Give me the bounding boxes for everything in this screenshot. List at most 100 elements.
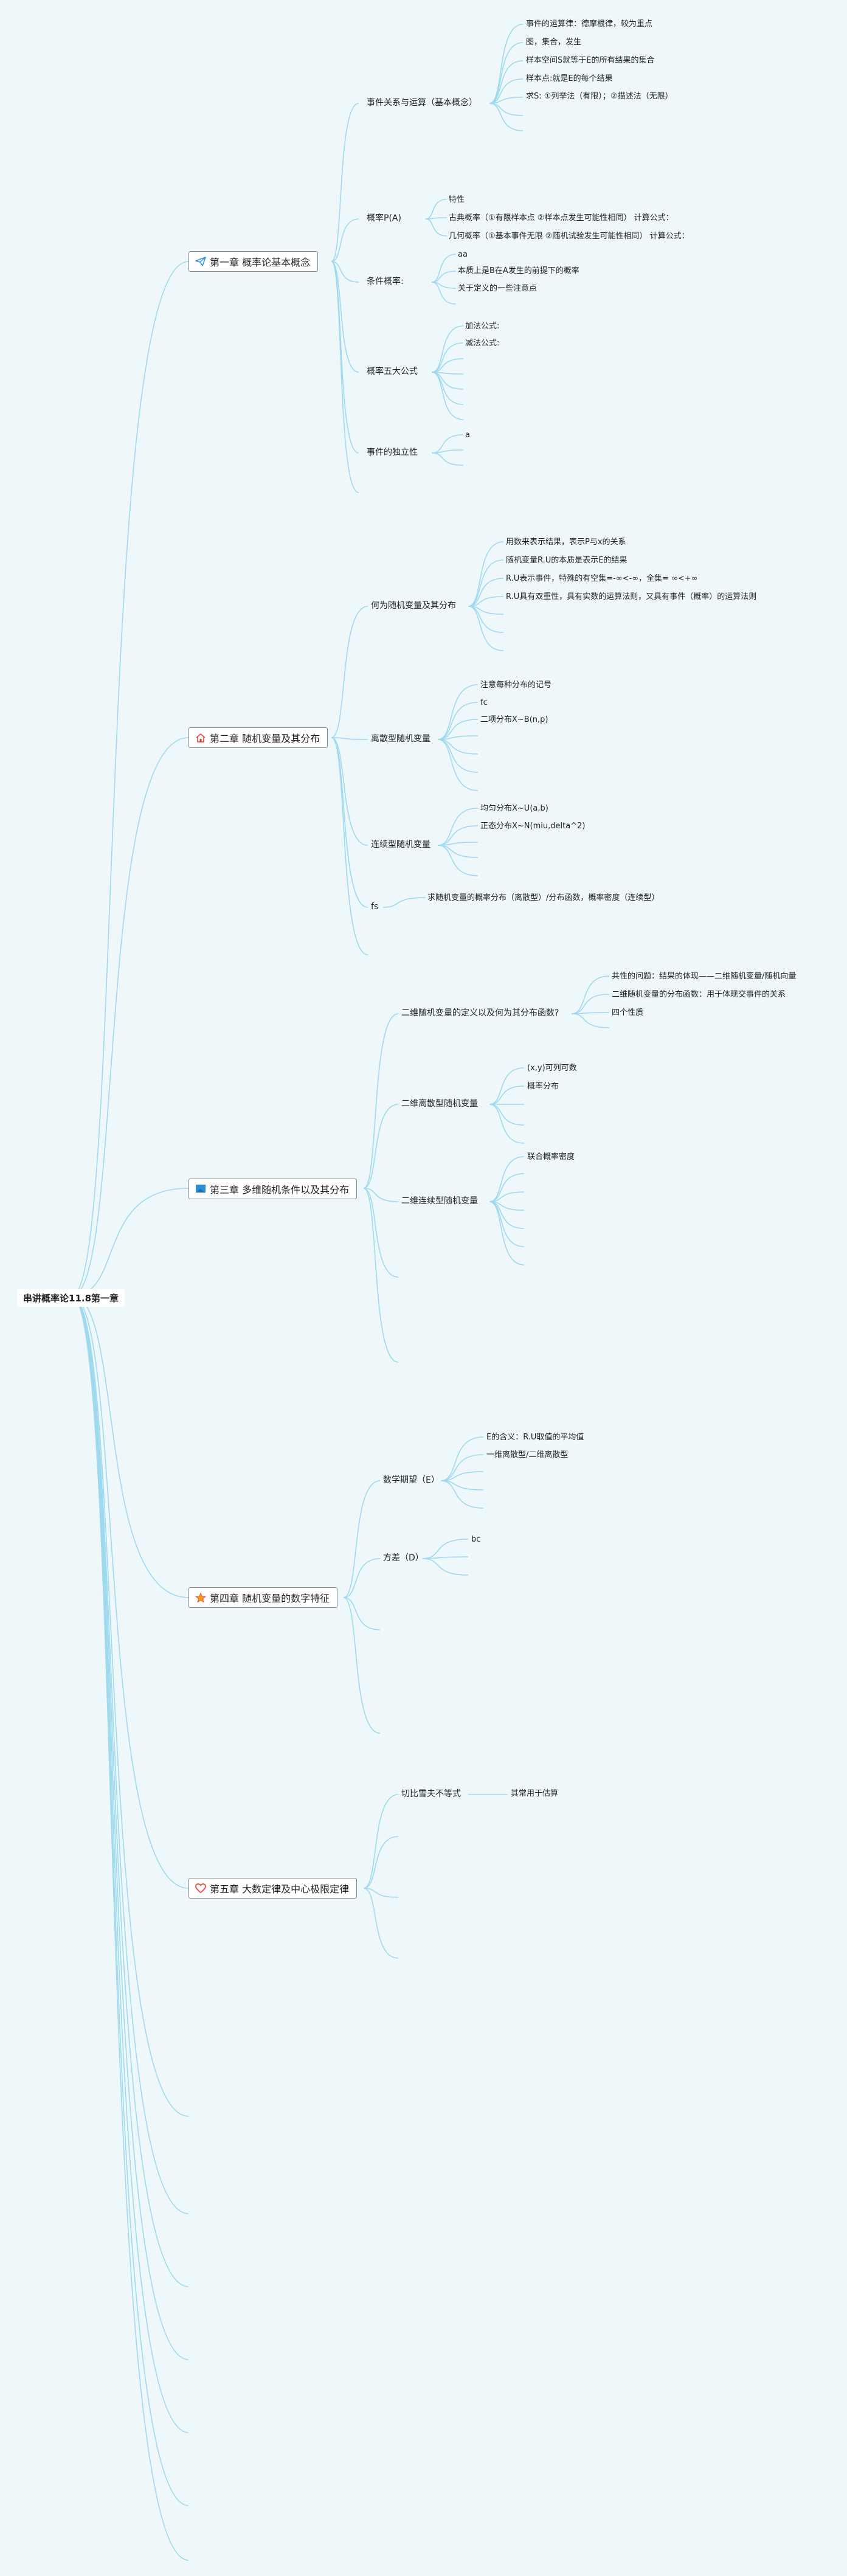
ch2-section-4[interactable]: fs bbox=[371, 902, 379, 912]
ch2-s1-item-4[interactable]: R.U具有双重性，具有实数的运算法则，又具有事件（概率）的运算法则 bbox=[506, 592, 757, 601]
ch2-section-2[interactable]: 离散型随机变量 bbox=[371, 734, 430, 744]
ch1-s1-item-1[interactable]: 事件的运算律：德摩根律，较为重点 bbox=[526, 19, 653, 29]
chapter-4[interactable]: 第四章 随机变量的数字特征 bbox=[188, 1587, 338, 1608]
ch3-s2-item-2[interactable]: 概率分布 bbox=[527, 1082, 559, 1091]
connector-line bbox=[331, 737, 368, 846]
connector-line bbox=[440, 1436, 484, 1481]
ch1-s2-item-3[interactable]: 几何概率（①基本事件无限 ②随机试验发生可能性相同） 计算公式： bbox=[449, 232, 690, 241]
connector-line bbox=[331, 737, 368, 955]
ch2-s4-item-1[interactable]: 求随机变量的概率分布（离散型）/分布函数，概率密度（连续型） bbox=[427, 893, 660, 902]
connector-line bbox=[431, 372, 464, 420]
root-topic[interactable]: 串讲概率论11.8第一章 bbox=[17, 1289, 125, 1307]
ch3-section-3[interactable]: 二维连续型随机变量 bbox=[401, 1196, 478, 1206]
home-icon bbox=[195, 733, 206, 743]
ch1-section-4[interactable]: 概率五大公式 bbox=[367, 367, 418, 376]
connector-line bbox=[71, 1295, 189, 2214]
ch2-s1-item-1[interactable]: 用数来表示结果，表示P与x的关系 bbox=[506, 538, 626, 547]
ch1-s4-item-2[interactable]: 减法公式: bbox=[465, 339, 500, 348]
ch3-s1-item-1[interactable]: 共性的问题：结果的体现——二维随机变量/随机向量 bbox=[612, 972, 797, 981]
connector-line bbox=[437, 845, 479, 876]
ch1-section-5[interactable]: 事件的独立性 bbox=[367, 448, 418, 457]
connector-line bbox=[431, 325, 464, 373]
ch3-section-1[interactable]: 二维随机变量的定义以及何为其分布函数? bbox=[401, 1008, 559, 1018]
connector-line bbox=[71, 1295, 189, 2433]
ch4-section-1[interactable]: 数学期望（E） bbox=[383, 1475, 440, 1485]
ch1-s2-item-1[interactable]: 特性 bbox=[449, 195, 465, 204]
connector-line bbox=[440, 1454, 484, 1481]
ch1-s3-item-1[interactable]: aa bbox=[458, 250, 468, 259]
chapter-3-label: 第三章 多维随机条件以及其分布 bbox=[210, 1184, 350, 1196]
ch4-s2-item-1[interactable]: bc bbox=[471, 1535, 481, 1544]
ch2-s3-item-2[interactable]: 正态分布X~N(miu,delta^2) bbox=[480, 822, 586, 831]
connector-line bbox=[489, 1173, 525, 1202]
ch3-s2-item-1[interactable]: (x,y)可列可数 bbox=[527, 1064, 577, 1073]
connector-line bbox=[489, 24, 524, 104]
ch2-s1-item-2[interactable]: 随机变量R.U的本质是表示E的结果 bbox=[506, 556, 627, 565]
connector-line bbox=[468, 596, 504, 607]
ch1-s4-item-1[interactable]: 加法公式: bbox=[465, 322, 500, 331]
connector-line bbox=[363, 1188, 399, 1363]
chapter-3[interactable]: 第三章 多维随机条件以及其分布 bbox=[188, 1179, 358, 1199]
ch4-section-2[interactable]: 方差（D） bbox=[383, 1553, 424, 1563]
connector-line bbox=[431, 254, 457, 283]
connector-line bbox=[331, 103, 359, 262]
connector-line bbox=[363, 1188, 399, 1278]
connector-line bbox=[437, 739, 479, 791]
ch2-s3-item-1[interactable]: 均匀分布X~U(a,b) bbox=[480, 804, 548, 813]
chapter-2[interactable]: 第二章 随机变量及其分布 bbox=[188, 727, 328, 748]
ch4-s1-item-2[interactable]: 一维离散型/二维离散型 bbox=[486, 1450, 569, 1459]
chapter-1[interactable]: 第一章 概率论基本概念 bbox=[188, 251, 319, 272]
connector-line bbox=[440, 1480, 484, 1509]
connector-line bbox=[422, 1558, 469, 1576]
connector-line bbox=[571, 975, 610, 1014]
ch5-section-1[interactable]: 切比雪夫不等式 bbox=[401, 1789, 461, 1799]
connector-line bbox=[363, 1836, 399, 1889]
ch3-section-2[interactable]: 二维离散型随机变量 bbox=[401, 1099, 478, 1109]
ch1-s1-item-5[interactable]: 求S: ①列举法（有限）；②描述法（无限） bbox=[526, 92, 673, 101]
connector-line bbox=[489, 1191, 525, 1202]
connector-line bbox=[71, 1295, 189, 2360]
ch3-s1-item-2[interactable]: 二维随机变量的分布函数：用于体现交事件的关系 bbox=[612, 990, 786, 999]
chapter-5[interactable]: 第五章 大数定律及中心极限定律 bbox=[188, 1878, 358, 1899]
connector-line bbox=[71, 1295, 189, 2287]
connector-line bbox=[468, 606, 504, 633]
ch1-s3-item-3[interactable]: 关于定义的一些注意点 bbox=[458, 284, 538, 293]
ch1-s2-item-2[interactable]: 古典概率（①有限样本点 ②样本点发生可能性相同） 计算公式： bbox=[449, 213, 674, 223]
ch1-section-3[interactable]: 条件概率: bbox=[367, 277, 404, 286]
connector-line bbox=[331, 218, 359, 262]
ch2-s1-item-3[interactable]: R.U表示事件，特殊的有空集=-∞<-∞，全集= ∞<+∞ bbox=[506, 574, 698, 583]
ch1-s5-item-1[interactable]: a bbox=[465, 431, 470, 440]
ch2-s2-item-1[interactable]: 注意每种分布的记号 bbox=[480, 680, 552, 690]
ch3-s3-item-1[interactable]: 联合概率密度 bbox=[527, 1152, 575, 1162]
connector-line bbox=[363, 1104, 399, 1189]
connector-line bbox=[331, 737, 368, 908]
connector-line bbox=[468, 578, 504, 607]
ch1-section-1[interactable]: 事件关系与运算（基本概念） bbox=[367, 98, 477, 108]
ch1-s1-item-4[interactable]: 样本点:就是E的每个结果 bbox=[526, 74, 613, 83]
ch1-section-2[interactable]: 概率P(A) bbox=[367, 213, 401, 223]
connector-line bbox=[363, 1794, 399, 1889]
connector-line bbox=[422, 1539, 469, 1559]
connector-line bbox=[489, 1201, 525, 1211]
connector-line bbox=[343, 1480, 381, 1598]
connector-line bbox=[343, 1558, 381, 1598]
ch2-s2-item-3[interactable]: 二项分布X~B(n,p) bbox=[480, 715, 548, 724]
connector-line bbox=[71, 1295, 189, 2117]
chapter-5-label: 第五章 大数定律及中心极限定律 bbox=[210, 1883, 350, 1895]
ch2-section-3[interactable]: 连续型随机变量 bbox=[371, 840, 430, 850]
connector-line bbox=[331, 737, 368, 740]
connector-line bbox=[437, 808, 479, 846]
ch2-section-1[interactable]: 何为随机变量及其分布 bbox=[371, 601, 456, 611]
ch4-s1-item-1[interactable]: E的含义：R.U取值的平均值 bbox=[486, 1433, 584, 1442]
connector-line bbox=[71, 1295, 189, 2561]
ch2-s2-item-2[interactable]: fc bbox=[480, 698, 488, 707]
connector-line bbox=[71, 737, 189, 1297]
connector-line bbox=[440, 1471, 484, 1481]
ch3-s1-item-3[interactable]: 四个性质 bbox=[612, 1008, 644, 1017]
ch1-s1-item-2[interactable]: 图，集合，发生 bbox=[526, 38, 582, 47]
ch5-s1-item-1[interactable]: 其常用于估算 bbox=[511, 1789, 559, 1798]
ch1-s1-item-3[interactable]: 样本空间S就等于E的所有结果的集合 bbox=[526, 56, 655, 65]
ch1-s3-item-2[interactable]: 本质上是B在A发生的前提下的概率 bbox=[458, 266, 579, 275]
connector-line bbox=[343, 1597, 381, 1630]
connector-line bbox=[363, 1013, 399, 1189]
